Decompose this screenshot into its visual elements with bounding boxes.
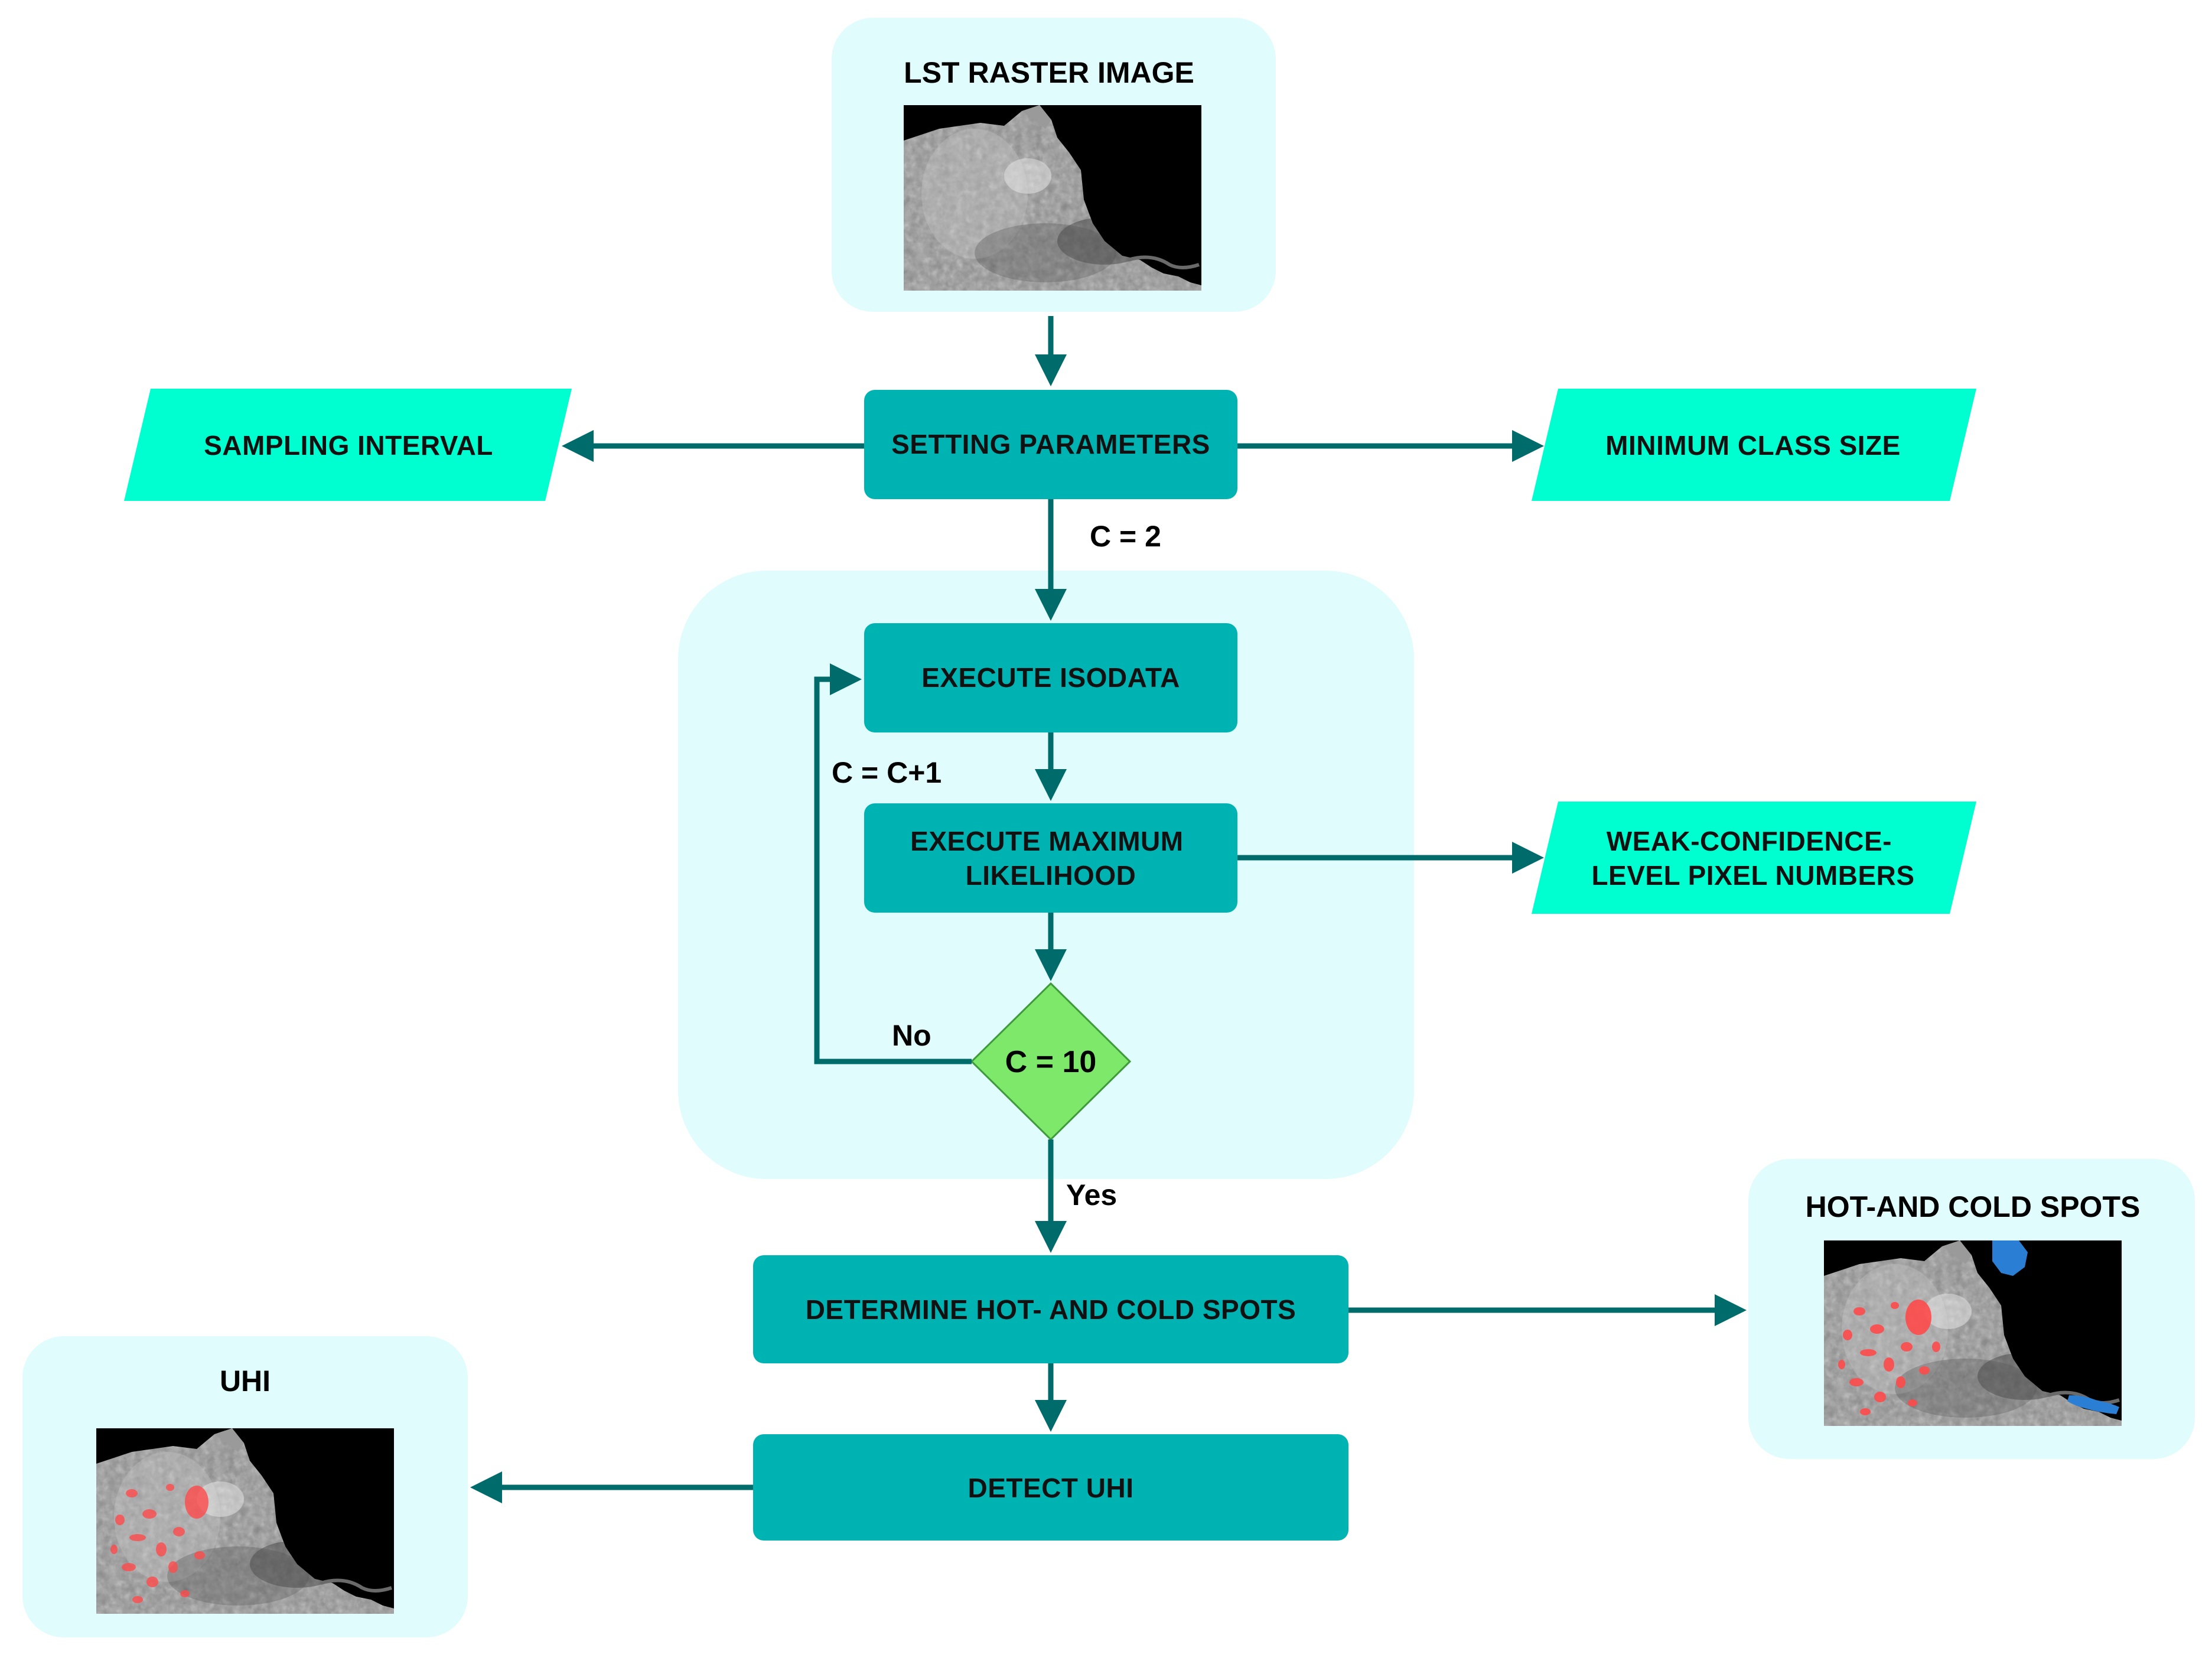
setting-parameters-node: SETTING PARAMETERS bbox=[864, 390, 1237, 499]
setting-parameters-label: SETTING PARAMETERS bbox=[891, 429, 1210, 460]
minimum-class-size-label: MINIMUM CLASS SIZE bbox=[1605, 430, 1901, 461]
weak-confidence-node: WEAK-CONFIDENCE- LEVEL PIXEL NUMBERS bbox=[1532, 802, 1976, 914]
lst-image-title: LST RASTER IMAGE bbox=[904, 56, 1194, 89]
edge-label-yes: Yes bbox=[1066, 1178, 1117, 1212]
lst-raster-image bbox=[904, 105, 1201, 291]
determine-spots-node: DETERMINE HOT- AND COLD SPOTS bbox=[753, 1255, 1348, 1363]
sampling-interval-node: SAMPLING INTERVAL bbox=[124, 389, 572, 501]
detect-uhi-label: DETECT UHI bbox=[968, 1473, 1134, 1503]
connectors bbox=[470, 316, 1747, 1503]
edge-label-init: C = 2 bbox=[1090, 520, 1161, 553]
hot-cold-spots-title: HOT-AND COLD SPOTS bbox=[1806, 1190, 2141, 1223]
execute-isodata-label: EXECUTE ISODATA bbox=[921, 662, 1180, 693]
sampling-interval-label: SAMPLING INTERVAL bbox=[204, 430, 493, 461]
cold-spot-overlay bbox=[1992, 1240, 2119, 1414]
detect-uhi-node: DETECT UHI bbox=[753, 1434, 1348, 1541]
arrow-decision-no-loop bbox=[814, 663, 972, 1064]
decision-label: C = 10 bbox=[1005, 1045, 1097, 1079]
hot-cold-spots-image bbox=[1824, 1240, 2122, 1426]
hot-spot-overlay bbox=[1838, 1300, 1940, 1415]
uhi-overlay bbox=[110, 1484, 209, 1603]
edge-label-increment: C = C+1 bbox=[832, 756, 942, 789]
weak-confidence-label: WEAK-CONFIDENCE- LEVEL PIXEL NUMBERS bbox=[1591, 826, 1914, 891]
edge-label-no: No bbox=[892, 1019, 931, 1052]
decision-node: C = 10 bbox=[970, 982, 1132, 1141]
determine-spots-label: DETERMINE HOT- AND COLD SPOTS bbox=[806, 1294, 1296, 1325]
uhi-image bbox=[96, 1428, 394, 1614]
execute-maximum-likelihood-label: EXECUTE MAXIMUM LIKELIHOOD bbox=[910, 826, 1191, 891]
execute-isodata-node: EXECUTE ISODATA bbox=[864, 623, 1237, 732]
minimum-class-size-node: MINIMUM CLASS SIZE bbox=[1532, 389, 1976, 501]
uhi-title: UHI bbox=[220, 1365, 271, 1398]
execute-maximum-likelihood-node: EXECUTE MAXIMUM LIKELIHOOD bbox=[864, 803, 1237, 913]
